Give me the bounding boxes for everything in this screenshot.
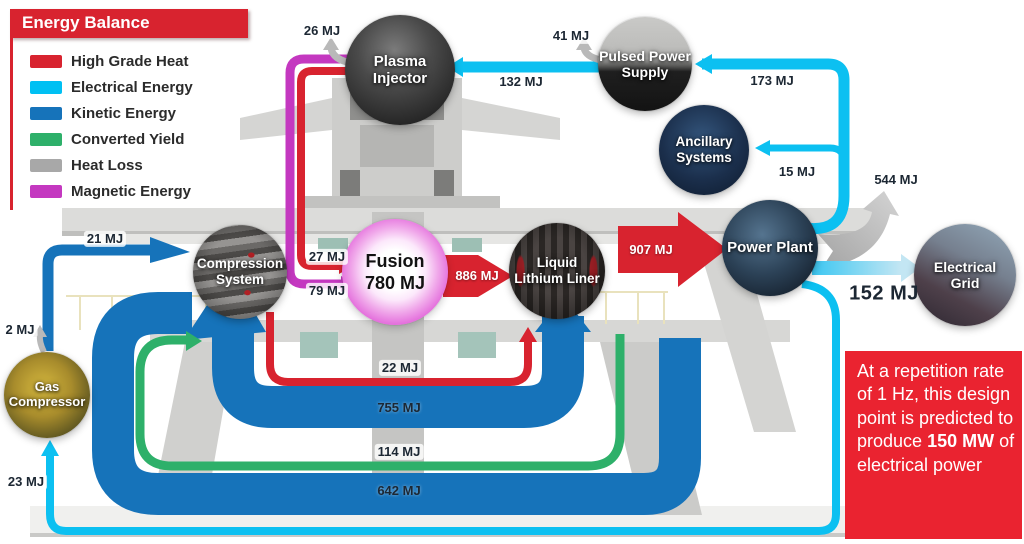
- flow-label-755mj: 755 MJ: [377, 399, 421, 415]
- node-fusion: Fusion 780 MJ: [342, 219, 448, 325]
- flow-label-23mj: 23 MJ: [4, 473, 48, 491]
- flow-152mj-electrical: [812, 261, 901, 275]
- flow-21mj-kinetic: [42, 244, 150, 351]
- high-grade-heat-swatch: [30, 54, 62, 68]
- flow-22mj-heat: [266, 312, 532, 386]
- electrical-energy-swatch: [30, 80, 62, 94]
- node-gas-compressor: Gas Compressor: [4, 352, 90, 438]
- flow-79mj-magnetic: [285, 54, 356, 289]
- legend-title: Energy Balance: [10, 9, 248, 38]
- legend-item-label: Kinetic Energy: [71, 104, 177, 122]
- flow-label-642mj: 642 MJ: [377, 482, 421, 498]
- node-electrical-grid: Electrical Grid: [914, 224, 1016, 326]
- legend: Energy Balance High Grade Heat Electrica…: [10, 9, 248, 210]
- flow-label-15mj: 15 MJ: [775, 163, 819, 181]
- heat-loss-swatch: [30, 158, 62, 172]
- flow-642mj-kinetic: [92, 292, 701, 515]
- flow-114mj-arrowhead: [186, 331, 202, 351]
- note-box: At a repetition rate of 1 Hz, this desig…: [845, 351, 1022, 539]
- fusion-name: Fusion: [365, 250, 425, 271]
- legend-item-kinetic-energy: Kinetic Energy: [30, 100, 248, 126]
- flow-173mj-arrowhead: [695, 54, 712, 74]
- magnetic-energy-swatch: [30, 184, 62, 198]
- fusion-value: 780 MJ: [364, 273, 426, 293]
- fusion-label: Fusion 780 MJ: [365, 250, 425, 295]
- flow-23mj-arrowhead: [41, 440, 59, 456]
- flow-label-907mj: 907 MJ: [629, 241, 673, 257]
- legend-item-magnetic-energy: Magnetic Energy: [30, 178, 248, 204]
- node-plasma-injector: Plasma Injector: [345, 15, 455, 125]
- node-label: Electrical Grid: [933, 258, 997, 291]
- node-label: Plasma Injector: [372, 52, 428, 87]
- node-ancillary-systems: Ancillary Systems: [659, 105, 749, 195]
- flow-22mj-arrowhead: [519, 327, 537, 342]
- flow-label-2mj: 2 MJ: [2, 321, 38, 339]
- flow-label-41mj: 41 MJ: [549, 27, 593, 45]
- flow-152mj-arrowhead: [901, 254, 920, 282]
- legend-item-label: Electrical Energy: [71, 78, 193, 96]
- legend-item-label: Heat Loss: [71, 156, 143, 174]
- flow-27mj-heat: [297, 67, 356, 270]
- flow-label-26mj: 26 MJ: [300, 22, 344, 40]
- node-label: Liquid Lithium Liner: [514, 255, 600, 286]
- flow-label-544mj: 544 MJ: [871, 171, 921, 189]
- flow-label-27mj: 27 MJ: [305, 248, 349, 266]
- flow-label-152mj: 152 MJ: [849, 282, 919, 305]
- flow-ribbons: [33, 37, 920, 535]
- legend-item-electrical-energy: Electrical Energy: [30, 74, 248, 100]
- legend-items: High Grade Heat Electrical Energy Kineti…: [10, 38, 248, 210]
- flow-label-132mj: 132 MJ: [496, 73, 546, 91]
- node-pulsed-power-supply: Pulsed Power Supply: [598, 17, 692, 111]
- note-highlight: 150 MW: [927, 431, 995, 452]
- legend-item-label: Converted Yield: [71, 130, 185, 148]
- flow-label-21mj: 21 MJ: [83, 230, 127, 248]
- flow-114mj-converted-yield: [135, 334, 625, 471]
- flow-label-22mj: 22 MJ: [378, 359, 422, 377]
- flow-23mj-electrical: [46, 280, 840, 535]
- node-label: Power Plant: [727, 239, 813, 257]
- legend-item-label: High Grade Heat: [71, 52, 189, 70]
- node-power-plant: Power Plant: [722, 200, 818, 296]
- legend-item-high-grade-heat: High Grade Heat: [30, 48, 248, 74]
- flow-544mj-heat-loss: [818, 191, 899, 268]
- flow-886mj-arrow: [443, 255, 513, 297]
- legend-item-converted-yield: Converted Yield: [30, 126, 248, 152]
- flow-132mj-arrowhead: [447, 57, 463, 77]
- note-text-1: At a repetition rate of 1 Hz, this desig…: [857, 361, 1014, 452]
- flow-15mj-electrical: [764, 144, 848, 163]
- flow-907mj-arrow: [618, 212, 727, 287]
- flow-15mj-arrowhead: [755, 140, 770, 156]
- flow-26mj-arrowhead: [323, 37, 339, 50]
- note-text-2: of electrical power: [857, 431, 1015, 475]
- legend-item-label: Magnetic Energy: [71, 182, 192, 200]
- flow-label-114mj: 114 MJ: [374, 443, 424, 461]
- flow-755mj-kinetic: [212, 300, 584, 428]
- legend-item-heat-loss: Heat Loss: [30, 152, 248, 178]
- flow-label-79mj: 79 MJ: [305, 282, 349, 300]
- node-label: Ancillary Systems: [675, 134, 733, 165]
- converted-yield-swatch: [30, 132, 62, 146]
- flow-label-173mj: 173 MJ: [747, 72, 797, 90]
- node-label: Compression System: [196, 256, 284, 287]
- kinetic-energy-swatch: [30, 106, 62, 120]
- node-label: Pulsed Power Supply: [599, 47, 691, 80]
- flow-21mj-arrowhead: [150, 237, 190, 263]
- flow-173mj-electrical: [702, 58, 850, 235]
- node-compression-system: Compression System: [193, 225, 287, 319]
- node-label: Gas Compressor: [8, 379, 86, 409]
- node-liquid-lithium-liner: Liquid Lithium Liner: [509, 223, 605, 319]
- flow-label-886mj: 886 MJ: [455, 267, 499, 283]
